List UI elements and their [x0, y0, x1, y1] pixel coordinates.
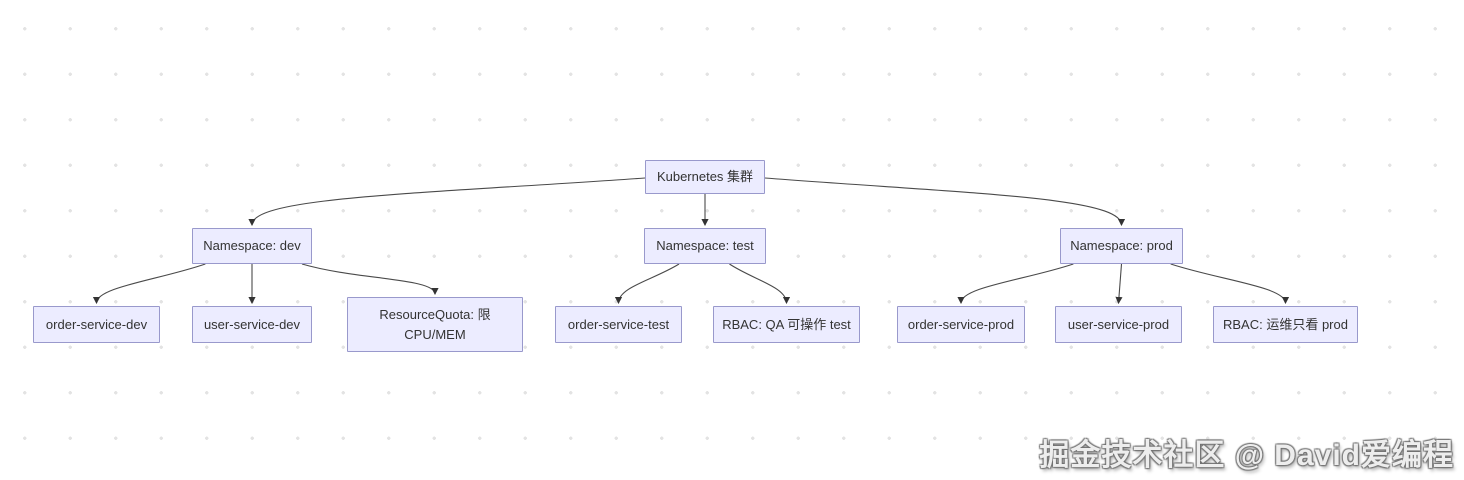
diagram-node-ns-test: Namespace: test: [644, 228, 766, 264]
diagram-node-rbac-prod: RBAC: 运维只看 prod: [1213, 306, 1358, 343]
edge-ns-dev-to-quota-dev: [301, 263, 439, 296]
edge-ns-dev-to-order-dev: [92, 263, 206, 305]
diagram-node-order-test: order-service-test: [555, 306, 682, 343]
diagram-node-label: Namespace: test: [656, 238, 754, 254]
diagram-node-quota-dev: ResourceQuota: 限 CPU/MEM: [347, 297, 523, 352]
edge-ns-prod-to-user-prod: [1115, 263, 1123, 305]
diagram-node-root: Kubernetes 集群: [645, 160, 765, 194]
diagram-node-label: user-service-prod: [1067, 316, 1170, 332]
diagram-node-order-prod: order-service-prod: [897, 306, 1025, 343]
edge-ns-prod-to-rbac-prod: [1170, 263, 1290, 305]
diagram-node-user-dev: user-service-dev: [192, 306, 312, 343]
diagram-node-label: order-service-dev: [45, 316, 148, 332]
diagram-node-label: order-service-prod: [907, 316, 1015, 332]
diagram-node-user-prod: user-service-prod: [1055, 306, 1182, 343]
edge-ns-prod-to-order-prod: [957, 263, 1074, 305]
diagram-node-label: RBAC: QA 可操作 test: [722, 316, 851, 332]
edge-root-to-ns-dev: [248, 177, 646, 227]
watermark-text: 掘金技术社区 @ David爱编程: [1039, 439, 1454, 472]
diagram-node-label: user-service-dev: [203, 316, 301, 332]
diagram-node-order-dev: order-service-dev: [33, 306, 160, 343]
diagram-node-label: ResourceQuota: 限 CPU/MEM: [379, 307, 491, 342]
diagram-node-label: Kubernetes 集群: [656, 169, 754, 185]
edge-root-to-ns-prod: [764, 177, 1126, 227]
edge-ns-test-to-order-test: [614, 263, 680, 305]
edge-ns-test-to-rbac-test: [729, 263, 791, 305]
diagram-node-label: Namespace: dev: [203, 238, 301, 254]
diagram-node-label: Namespace: prod: [1070, 238, 1173, 254]
diagram-node-label: order-service-test: [567, 316, 670, 332]
diagram-node-rbac-test: RBAC: QA 可操作 test: [713, 306, 860, 343]
diagram-node-ns-prod: Namespace: prod: [1060, 228, 1183, 264]
diagram-node-ns-dev: Namespace: dev: [192, 228, 312, 264]
diagram-node-label: RBAC: 运维只看 prod: [1223, 316, 1348, 332]
